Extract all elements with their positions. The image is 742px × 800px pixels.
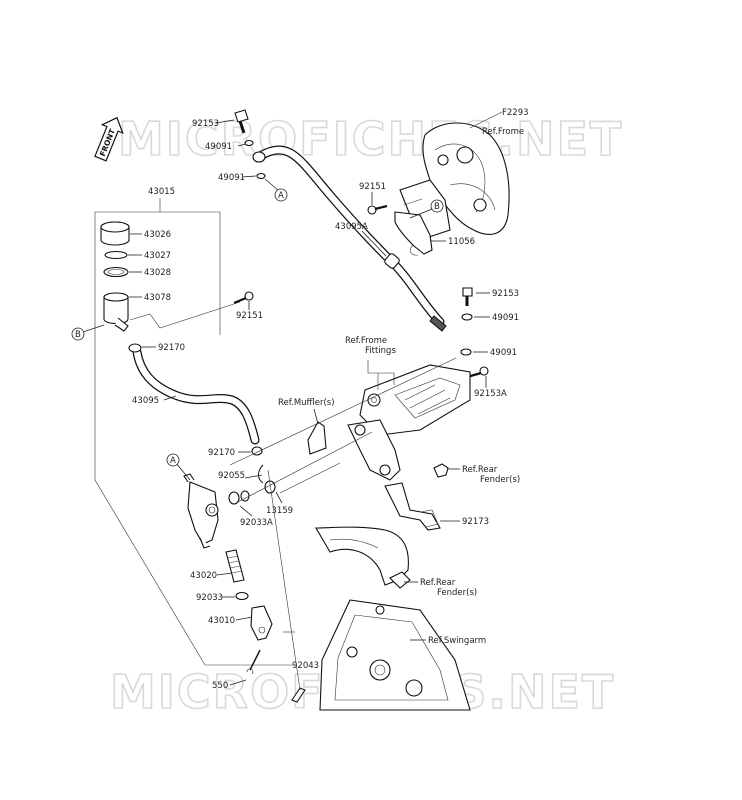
- callout-b-left-label: B: [75, 330, 81, 340]
- label-ref-rear-fender-1b: Fender(s): [480, 475, 520, 485]
- washer-49091-b: [256, 172, 266, 180]
- label-92153-right: 92153: [492, 289, 519, 299]
- frame-fittings-plate: [359, 364, 471, 436]
- callout-a-bottom: [166, 453, 180, 467]
- diaphragm-43027: [104, 250, 128, 260]
- label-43015: 43015: [148, 187, 175, 197]
- callout-b-left: [71, 327, 85, 341]
- master-cylinder: [183, 473, 219, 549]
- push-rod-43020: [225, 549, 245, 583]
- muffler-bracket: [347, 419, 401, 481]
- label-13159: 13159: [266, 506, 293, 516]
- label-49091-b: 49091: [218, 173, 245, 183]
- bracket-92173: [384, 482, 441, 531]
- label-43026: 43026: [144, 230, 171, 240]
- clamp-92170-b: [251, 446, 263, 456]
- hose-43095a: [252, 145, 447, 332]
- washer-49091-r1: [461, 313, 473, 321]
- pin-92043: [291, 687, 306, 703]
- plate-43028: [103, 266, 129, 278]
- label-43078: 43078: [144, 293, 171, 303]
- label-92151-left: 92151: [236, 311, 263, 321]
- label-92153-top: 92153: [192, 119, 219, 129]
- rear-fender-fairing: [315, 526, 411, 589]
- washer-49091-r2: [460, 348, 472, 356]
- nut-92033: [235, 591, 249, 601]
- label-92153a: 92153A: [474, 389, 507, 399]
- callout-a-bottom-label: A: [170, 456, 176, 466]
- label-43020: 43020: [190, 571, 217, 581]
- label-92173: 92173: [462, 517, 489, 527]
- label-ref-rear-fender-2b: Fender(s): [437, 588, 477, 598]
- diagram-code: F2293: [502, 108, 529, 118]
- label-49091-r1: 49091: [492, 313, 519, 323]
- cotter-pin-550: [246, 649, 261, 675]
- label-92043: 92043: [292, 661, 319, 671]
- washer-49091-a: [244, 139, 254, 147]
- callout-a-top: [274, 188, 288, 202]
- label-ref-swingarm: Ref.Swingarm: [428, 636, 486, 646]
- callout-b-right: [430, 199, 444, 213]
- label-49091-r2: 49091: [490, 348, 517, 358]
- bolt-92151-right: [367, 204, 388, 215]
- label-92033: 92033: [196, 593, 223, 603]
- bolt-92153-top: [234, 109, 249, 134]
- label-ref-frome-fittings-2: Fittings: [365, 346, 396, 356]
- hose-elbow-92055: [258, 464, 276, 494]
- frame-upper-right: [399, 122, 510, 241]
- nut-rear-fender: [433, 463, 449, 478]
- label-11056: 11056: [448, 237, 475, 247]
- label-ref-frome-top: Ref.Frome: [482, 127, 524, 137]
- watermark-top: MICROFICHES.NET: [118, 112, 623, 166]
- reservoir-cap-43026: [100, 221, 130, 246]
- bolt-92151-left: [233, 291, 254, 305]
- clevis-43010: [250, 605, 273, 641]
- label-49091-a: 49091: [205, 142, 232, 152]
- reservoir-43078: [103, 292, 129, 332]
- label-550: 550: [212, 681, 228, 691]
- label-ref-muffler: Ref.Muffler(s): [278, 398, 335, 408]
- label-ref-rear-fender-1a: Ref.Rear: [462, 465, 498, 475]
- label-92033a: 92033A: [240, 518, 273, 528]
- muffler-clip: [307, 421, 327, 455]
- label-43095a: 43095A: [335, 222, 368, 232]
- clamp-92170-a: [128, 343, 142, 353]
- label-92151-right: 92151: [359, 182, 386, 192]
- label-43010: 43010: [208, 616, 235, 626]
- label-92170-b: 92170: [208, 448, 235, 458]
- swingarm: [319, 599, 471, 711]
- label-92055: 92055: [218, 471, 245, 481]
- label-ref-rear-fender-2a: Ref.Rear: [420, 578, 456, 588]
- label-92170-a: 92170: [158, 343, 185, 353]
- washer-92033a: [228, 491, 240, 505]
- label-ref-frome-fittings-1: Ref.Frome: [345, 336, 387, 346]
- bolt-92153-right: [462, 287, 473, 306]
- callout-a-top-label: A: [278, 191, 284, 201]
- callout-b-right-label: B: [434, 202, 440, 212]
- bracket-11056: [394, 211, 433, 256]
- label-43027: 43027: [144, 251, 171, 261]
- label-43028: 43028: [144, 268, 171, 278]
- label-43095: 43095: [132, 396, 159, 406]
- hose-43095: [132, 347, 260, 445]
